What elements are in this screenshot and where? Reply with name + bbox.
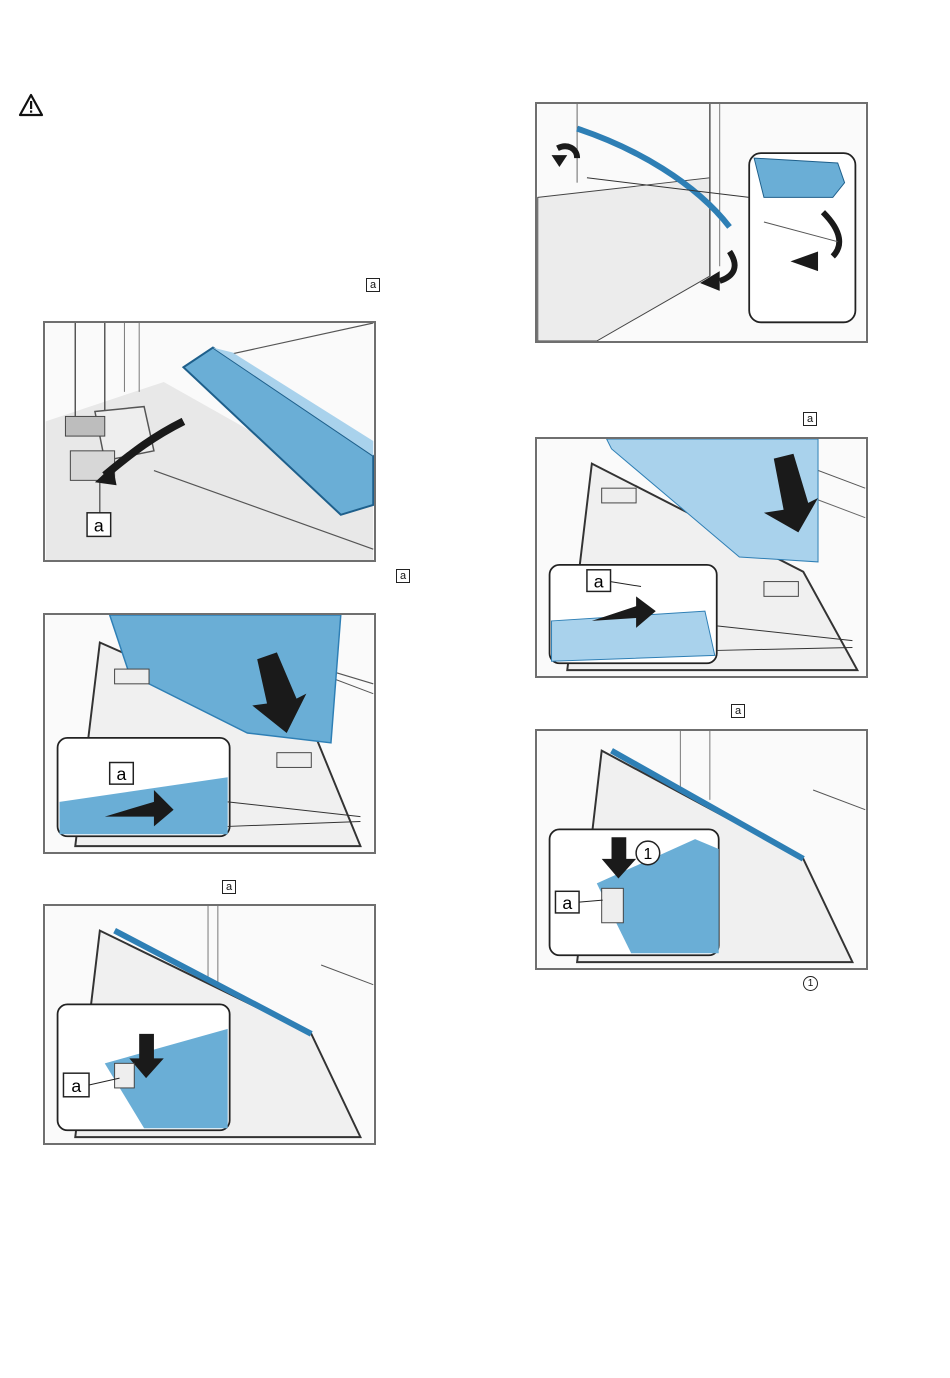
figure-fit-seal-on-door	[535, 102, 868, 343]
reference-marker-a: a	[803, 412, 817, 426]
illustration-inner-pane: a	[537, 439, 866, 676]
callout-1-label: 1	[644, 846, 653, 863]
reference-marker-a: a	[366, 278, 380, 292]
reference-marker-a: a	[396, 569, 410, 583]
callout-a-label: a	[71, 1076, 81, 1096]
reference-marker-a: a	[731, 704, 745, 718]
figure-insert-glass-pane: a	[43, 613, 376, 854]
figure-remove-seal-clip: a	[43, 321, 376, 562]
callout-a-label: a	[94, 515, 104, 535]
figure-attach-door-profile: a	[43, 904, 376, 1145]
figure-clip-profile-in-place: 1 a	[535, 729, 868, 970]
reference-marker-1: 1	[803, 976, 818, 991]
illustration-glass-pane: a	[45, 615, 374, 852]
illustration-profile-clip: 1 a	[537, 731, 866, 968]
figure-insert-inner-pane: a	[535, 437, 868, 678]
callout-a-label: a	[562, 893, 572, 913]
reference-marker-a: a	[222, 880, 236, 894]
illustration-door-seal	[537, 104, 866, 341]
callout-a-label: a	[594, 571, 604, 591]
callout-a-label: a	[117, 764, 127, 784]
warning-triangle-icon	[18, 93, 44, 117]
illustration-seal-clip: a	[45, 323, 374, 560]
illustration-door-profile: a	[45, 906, 374, 1143]
